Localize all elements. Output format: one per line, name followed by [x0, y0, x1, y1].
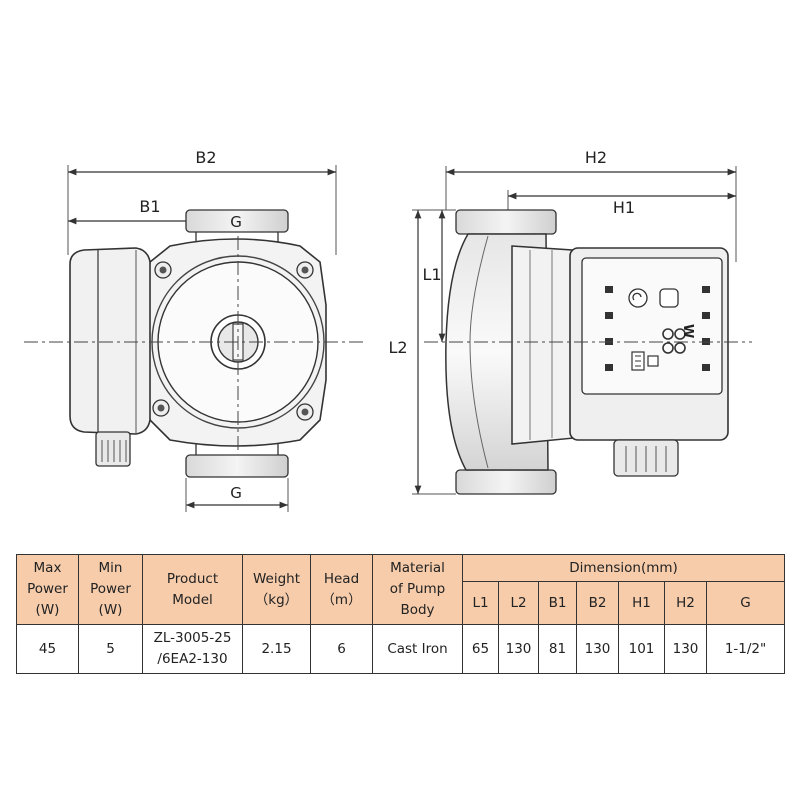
- header-material: Material of Pump Body: [372, 554, 463, 625]
- cable-gland-ribs: [101, 440, 127, 462]
- side-view: H2 H1 L2 L1: [388, 148, 752, 495]
- b1-label: B1: [139, 197, 160, 216]
- top-flange: [185, 209, 289, 233]
- header-dim-h1: H1: [618, 581, 665, 625]
- header-product-model: Product Model: [142, 554, 243, 625]
- bottom-flange: [185, 454, 289, 478]
- h1-label: H1: [613, 198, 635, 217]
- header-weight: Weight （kg）: [242, 554, 311, 625]
- motor-housing: [511, 245, 575, 445]
- display-unit-label: W: [680, 324, 695, 338]
- cable-gland: [95, 431, 131, 467]
- h2-label: H2: [585, 148, 607, 167]
- header-dimension: Dimension(mm): [461, 554, 786, 582]
- header-dim-b2: B2: [576, 581, 619, 625]
- side-bottom-flange: [455, 469, 557, 495]
- header-dim-h2: H2: [664, 581, 707, 625]
- header-dim-g: G: [705, 581, 786, 625]
- cell-dim-l1: 65: [462, 624, 499, 674]
- cell-max-power: 45: [16, 624, 79, 674]
- cell-dim-b1: 81: [538, 624, 577, 674]
- mode-indicator-icon: [647, 355, 659, 367]
- spec-table: Max Power (W) Min Power (W) Product Mode…: [16, 554, 786, 674]
- side-top-flange: [455, 209, 557, 235]
- header-max-power: Max Power (W): [16, 554, 79, 625]
- spec-data-row: 45 5 ZL-3005-25 /6EA2-130 2.15 6 Cast Ir…: [16, 624, 786, 674]
- power-display-digits: [662, 328, 686, 354]
- spec-header-row-1: Max Power (W) Min Power (W) Product Mode…: [16, 554, 786, 625]
- terminal-box: [69, 247, 151, 435]
- cell-head: 6: [310, 624, 373, 674]
- cell-product-model: ZL-3005-25 /6EA2-130: [142, 624, 243, 674]
- l2-label: L2: [388, 338, 407, 357]
- g-bottom-label: G: [230, 484, 242, 502]
- header-min-power: Min Power (W): [78, 554, 143, 625]
- cell-dim-h2: 130: [664, 624, 707, 674]
- header-dim-b1: B1: [538, 581, 577, 625]
- cell-dim-l2: 130: [498, 624, 539, 674]
- motor-housing-ribs: [529, 250, 553, 440]
- cell-material: Cast Iron: [372, 624, 463, 674]
- bolt-bottom-left: [152, 399, 170, 417]
- cell-min-power: 5: [78, 624, 143, 674]
- mode-button-icon[interactable]: [628, 288, 648, 308]
- header-head: Head （m）: [310, 554, 373, 625]
- cell-dim-b2: 130: [576, 624, 619, 674]
- header-dim-l2: L2: [498, 581, 539, 625]
- bolt-top-left: [154, 261, 172, 279]
- front-view: B2 B1 G G: [24, 148, 364, 512]
- l1-label: L1: [422, 265, 441, 284]
- pump-dimension-drawing: B2 B1 G G: [24, 148, 752, 512]
- cell-dim-g: 1-1/2": [705, 624, 786, 674]
- auto-mode-icon: [631, 351, 645, 371]
- control-panel: [581, 257, 723, 395]
- bolt-top-right: [296, 261, 314, 279]
- b2-label: B2: [195, 148, 216, 167]
- side-cable-gland-ribs: [625, 446, 667, 472]
- cell-weight: 2.15: [242, 624, 311, 674]
- spec-header-row-2: L1 L2 B1 B2 H1 H2 G: [17, 581, 786, 625]
- power-button-icon[interactable]: [659, 288, 679, 308]
- cell-dim-h1: 101: [618, 624, 665, 674]
- bolt-bottom-right: [296, 403, 314, 421]
- header-dim-l1: L1: [462, 581, 499, 625]
- g-top-label: G: [230, 213, 242, 231]
